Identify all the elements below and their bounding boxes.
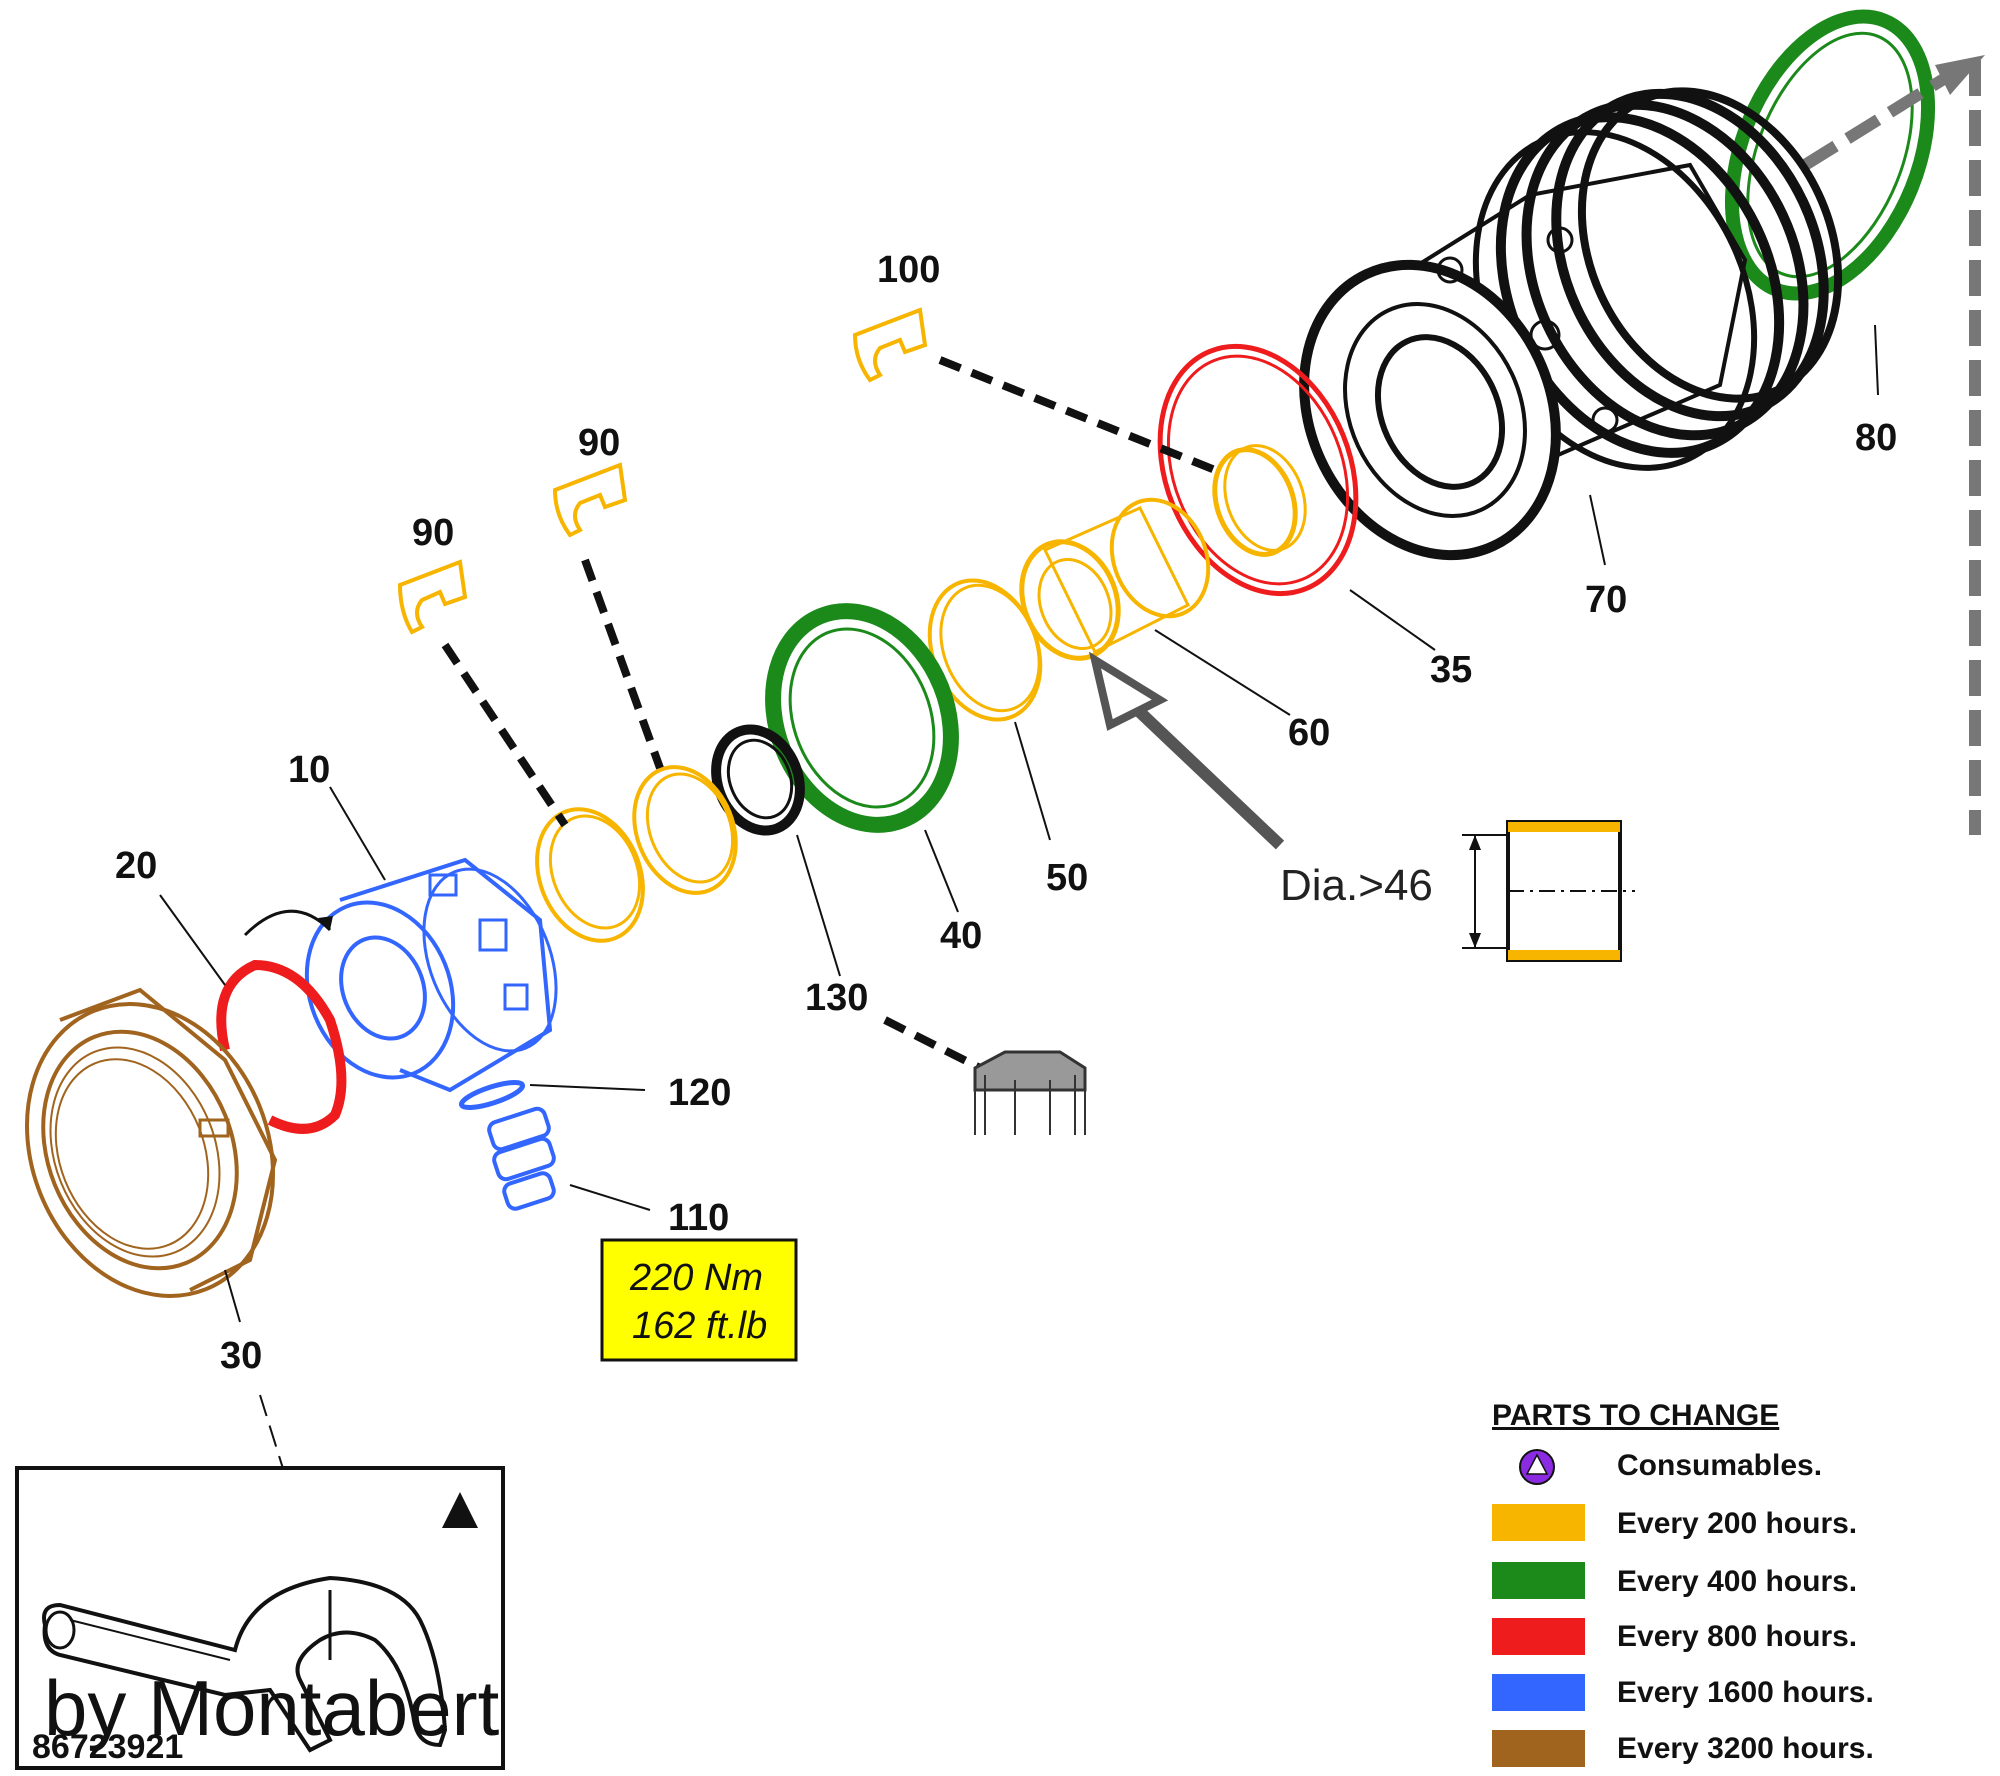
callout-130: 130 xyxy=(805,977,868,1019)
part-30-retaining-nut xyxy=(25,987,278,1298)
callout-90-a: 90 xyxy=(412,512,454,554)
rotation-arrow xyxy=(243,909,332,937)
dashed-leaders xyxy=(441,356,1217,1072)
axis-arrow xyxy=(1801,55,1985,835)
rotation-arrowhead xyxy=(318,916,333,930)
drawing-ref-number: 86723921 xyxy=(32,1728,183,1766)
legend-item-400h: Every 400 hours. xyxy=(1492,1562,1857,1599)
brand-watermark: by Montabert xyxy=(44,1664,500,1752)
torque-box: 220 Nm 162 ft.lb xyxy=(600,1238,798,1362)
callout-30: 30 xyxy=(220,1335,262,1377)
legend-label-200h: Every 200 hours. xyxy=(1617,1507,1857,1540)
legend-item-consumables: Consumables. xyxy=(1519,1449,1822,1485)
legend-title: PARTS TO CHANGE xyxy=(1492,1399,1779,1432)
callout-100: 100 xyxy=(877,249,940,291)
part-70-cylinder-body xyxy=(1299,87,1843,561)
part-10-chuck-housing xyxy=(304,857,558,1093)
part-90-ring-a xyxy=(535,807,645,943)
legend-label-1600h: Every 1600 hours. xyxy=(1617,1676,1874,1709)
legend-item-200h: Every 200 hours. xyxy=(1492,1504,1857,1541)
callout-110: 110 xyxy=(668,1197,729,1239)
part-100-clip xyxy=(852,307,928,383)
part-90-clip-b xyxy=(552,462,628,538)
warning-triangle-icon xyxy=(442,1492,478,1528)
legend-item-1600h: Every 1600 hours. xyxy=(1492,1674,1874,1711)
callout-80: 80 xyxy=(1855,417,1897,459)
callout-20: 20 xyxy=(115,845,157,887)
part-100-seat-ring xyxy=(1212,444,1307,557)
legend-item-800h: Every 800 hours. xyxy=(1492,1618,1857,1655)
seal-profile-detail xyxy=(973,1050,1087,1135)
legend-label-consumables: Consumables. xyxy=(1617,1449,1822,1482)
legend-item-3200h: Every 3200 hours. xyxy=(1492,1730,1874,1767)
callout-10: 10 xyxy=(288,749,330,791)
bushing-section-detail xyxy=(1462,820,1635,962)
callout-40: 40 xyxy=(940,915,982,957)
spanner-wrench-icon xyxy=(42,1575,448,1753)
callout-90-b: 90 xyxy=(578,422,620,464)
legend-label-800h: Every 800 hours. xyxy=(1617,1620,1857,1653)
callout-50: 50 xyxy=(1046,857,1088,899)
legend-swatch-1600h xyxy=(1492,1674,1585,1711)
part-110-plug xyxy=(487,1106,556,1211)
legend-label-3200h: Every 3200 hours. xyxy=(1617,1732,1874,1765)
legend-swatch-400h xyxy=(1492,1562,1585,1599)
part-120-oring xyxy=(458,1080,526,1110)
callout-120: 120 xyxy=(668,1072,731,1114)
legend-swatch-800h xyxy=(1492,1618,1585,1655)
wrench-inset: 86723921 by Montabert xyxy=(15,1466,505,1770)
legend-swatch-3200h xyxy=(1492,1730,1585,1767)
torque-nm: 220 Nm xyxy=(629,1257,763,1299)
torque-ftlb: 162 ft.lb xyxy=(632,1305,767,1347)
callout-70: 70 xyxy=(1585,579,1627,621)
legend: PARTS TO CHANGE Consumables. Every 200 h… xyxy=(1492,1399,1874,1767)
callout-60: 60 xyxy=(1288,712,1330,754)
legend-swatch-200h xyxy=(1492,1504,1585,1541)
part-40-green-ring xyxy=(765,603,959,833)
legend-label-400h: Every 400 hours. xyxy=(1617,1565,1857,1598)
callout-35: 35 xyxy=(1430,649,1472,691)
part-90-ring-b xyxy=(632,765,738,895)
dia-pointer-arrow xyxy=(1088,651,1285,850)
dimension-label: Dia.>46 xyxy=(1280,861,1433,910)
part-90-clip-a xyxy=(397,559,468,635)
part-20-red-snap-ring xyxy=(216,959,347,1134)
